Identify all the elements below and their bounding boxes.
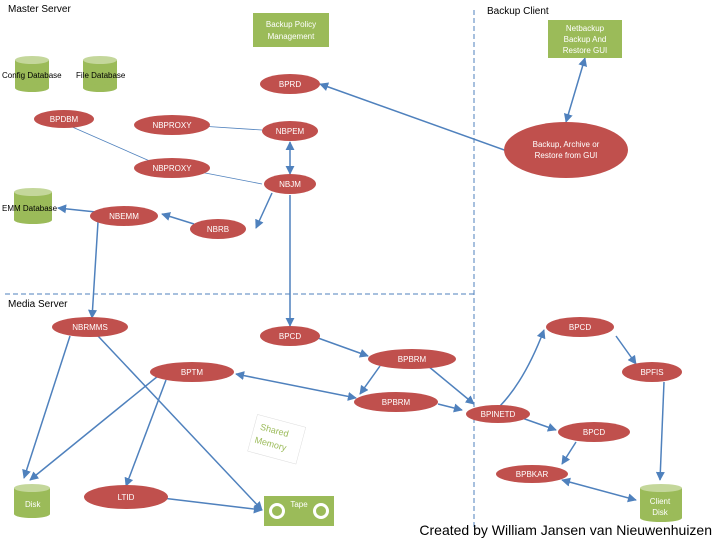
bpbkar-label: BPBKAR (516, 470, 549, 479)
emm-database-label: EMM Database (2, 204, 58, 213)
nbrmms-node (52, 317, 128, 337)
edge-bpbrm2-bpinetd (437, 403, 463, 413)
edge-bpcdlow-bpbkar (561, 441, 577, 465)
edge-bpinetd-bpcdlow (521, 417, 557, 432)
bpdbm-label: BPDBM (50, 115, 79, 124)
master-server-label: Master Server (8, 4, 71, 15)
bpcd-media-node (260, 326, 320, 346)
bpcd-client-low-label: BPCD (583, 428, 605, 437)
config-database-icon (15, 56, 49, 92)
nbproxy2-node (134, 158, 210, 178)
edge-bpfis-clientdisk (655, 381, 665, 481)
nbpem-node (262, 121, 318, 141)
edge-bpbrm1-bpbrm2 (359, 365, 381, 395)
bpbrm1-node (368, 349, 456, 369)
nbrb-node (190, 219, 246, 239)
bpcd-client-top-node (546, 317, 614, 337)
config-database-label: Config Database (2, 71, 62, 80)
netbackup-gui-line3: Restore GUI (563, 46, 607, 55)
bptm-node (150, 362, 234, 382)
tape-icon (264, 496, 334, 526)
bpinetd-label: BPINETD (481, 410, 516, 419)
bpbrm2-node (354, 392, 438, 412)
connections (22, 57, 665, 514)
backup-archive-gui-line1: Backup, Archive or (533, 140, 600, 149)
nbemm-label: NBEMM (109, 212, 139, 221)
file-database-label: File Database (76, 71, 126, 80)
nbrmms-label: NBRMMS (72, 323, 108, 332)
edge-nbproxy2-nbjm (199, 171, 263, 185)
nbproxy2-label: NBPROXY (152, 164, 192, 173)
edge-bpcdtop-bpfis (615, 335, 637, 365)
edge-nbjm-nbrb (255, 192, 273, 229)
edge-bpinetd-bpcdtop (499, 329, 546, 407)
netbackup-gui-line2: Backup And (564, 35, 607, 44)
edge-bptm-ltid (124, 379, 167, 487)
tape-label: Tape (290, 500, 308, 509)
ltid-label: LTID (118, 493, 135, 502)
bpbrm2-label: BPBRM (382, 398, 411, 407)
client-disk-icon (640, 484, 682, 522)
bpfis-label: BPFIS (640, 368, 663, 377)
netbackup-gui-line1: Netbackup (566, 24, 605, 33)
ltid-node (84, 485, 168, 509)
edge-bpcd-bpbrm1 (317, 337, 369, 358)
backup-policy-box (253, 13, 329, 47)
edge-nbrmms-disk (22, 335, 71, 479)
edge-nbrmms-tape (97, 335, 263, 511)
backup-policy-line2: Management (268, 32, 315, 41)
backup-archive-gui-node (504, 122, 628, 178)
client-disk-line1: Client (650, 497, 671, 506)
bpcd-client-low-node (558, 422, 630, 442)
edge-nbrb-nbemm (161, 212, 195, 225)
edge-ltid-tape (161, 497, 263, 514)
disk-label: Disk (25, 500, 42, 509)
nbemm-node (90, 206, 158, 226)
backup-policy-line1: Backup Policy (266, 20, 316, 29)
nbproxy1-node (134, 115, 210, 135)
netbackup-gui-box (548, 20, 622, 58)
shared-memory-box: Shared Memory (247, 414, 307, 465)
emm-database-icon (14, 188, 52, 224)
edge-gui-to-archive (563, 57, 588, 123)
bprd-node (260, 74, 320, 94)
file-database-icon (83, 56, 117, 92)
bptm-label: BPTM (181, 368, 204, 377)
edge-bpbkar-clientdisk (561, 477, 637, 503)
nbproxy1-label: NBPROXY (152, 121, 192, 130)
nbjm-label: NBJM (279, 180, 301, 189)
bpcd-media-label: BPCD (279, 332, 301, 341)
client-disk-line2: Disk (652, 508, 669, 517)
bpcd-client-top-label: BPCD (569, 323, 591, 332)
edge-nbemm-emmdb (57, 204, 97, 214)
nbjm-node (264, 174, 316, 194)
author-credit: Created by William Jansen van Nieuwenhui… (419, 522, 712, 538)
edge-bptm-disk (29, 375, 159, 481)
edge-archive-to-bprd (319, 82, 511, 153)
edge-bpbrm2-bptm (235, 371, 357, 401)
edge-bpbrm1-bpinetd (427, 365, 475, 405)
nbrb-label: NBRB (207, 225, 229, 234)
media-server-label: Media Server (8, 299, 68, 310)
disk-icon (14, 484, 50, 518)
bpfis-node (622, 362, 682, 382)
edge-nbemm-nbrmms (88, 221, 99, 319)
edge-nbproxy1-nbpem (199, 125, 263, 131)
bpdbm-node (34, 110, 94, 128)
edge-bpdbm-nbproxy2 (69, 125, 153, 163)
backup-client-label: Backup Client (487, 6, 549, 17)
bprd-label: BPRD (279, 80, 301, 89)
nbpem-label: NBPEM (276, 127, 305, 136)
bpinetd-node (466, 405, 530, 423)
backup-archive-gui-line2: Restore from GUI (535, 151, 598, 160)
bpbrm1-label: BPBRM (398, 355, 427, 364)
bpbkar-node (496, 465, 568, 483)
